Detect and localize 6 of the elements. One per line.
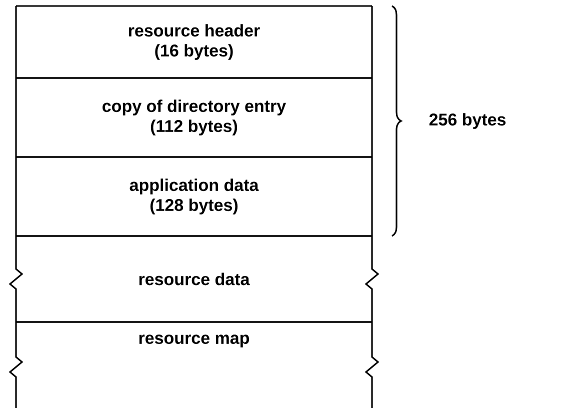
memory-block: resource header (16 bytes)	[15, 5, 373, 79]
memory-block: resource data	[8, 235, 380, 323]
size-label: 256 bytes	[429, 113, 506, 129]
memory-block: application data (128 bytes)	[15, 156, 373, 237]
memory-block: copy of directory entry (112 bytes)	[15, 77, 373, 158]
memory-block: resource map	[8, 321, 380, 408]
